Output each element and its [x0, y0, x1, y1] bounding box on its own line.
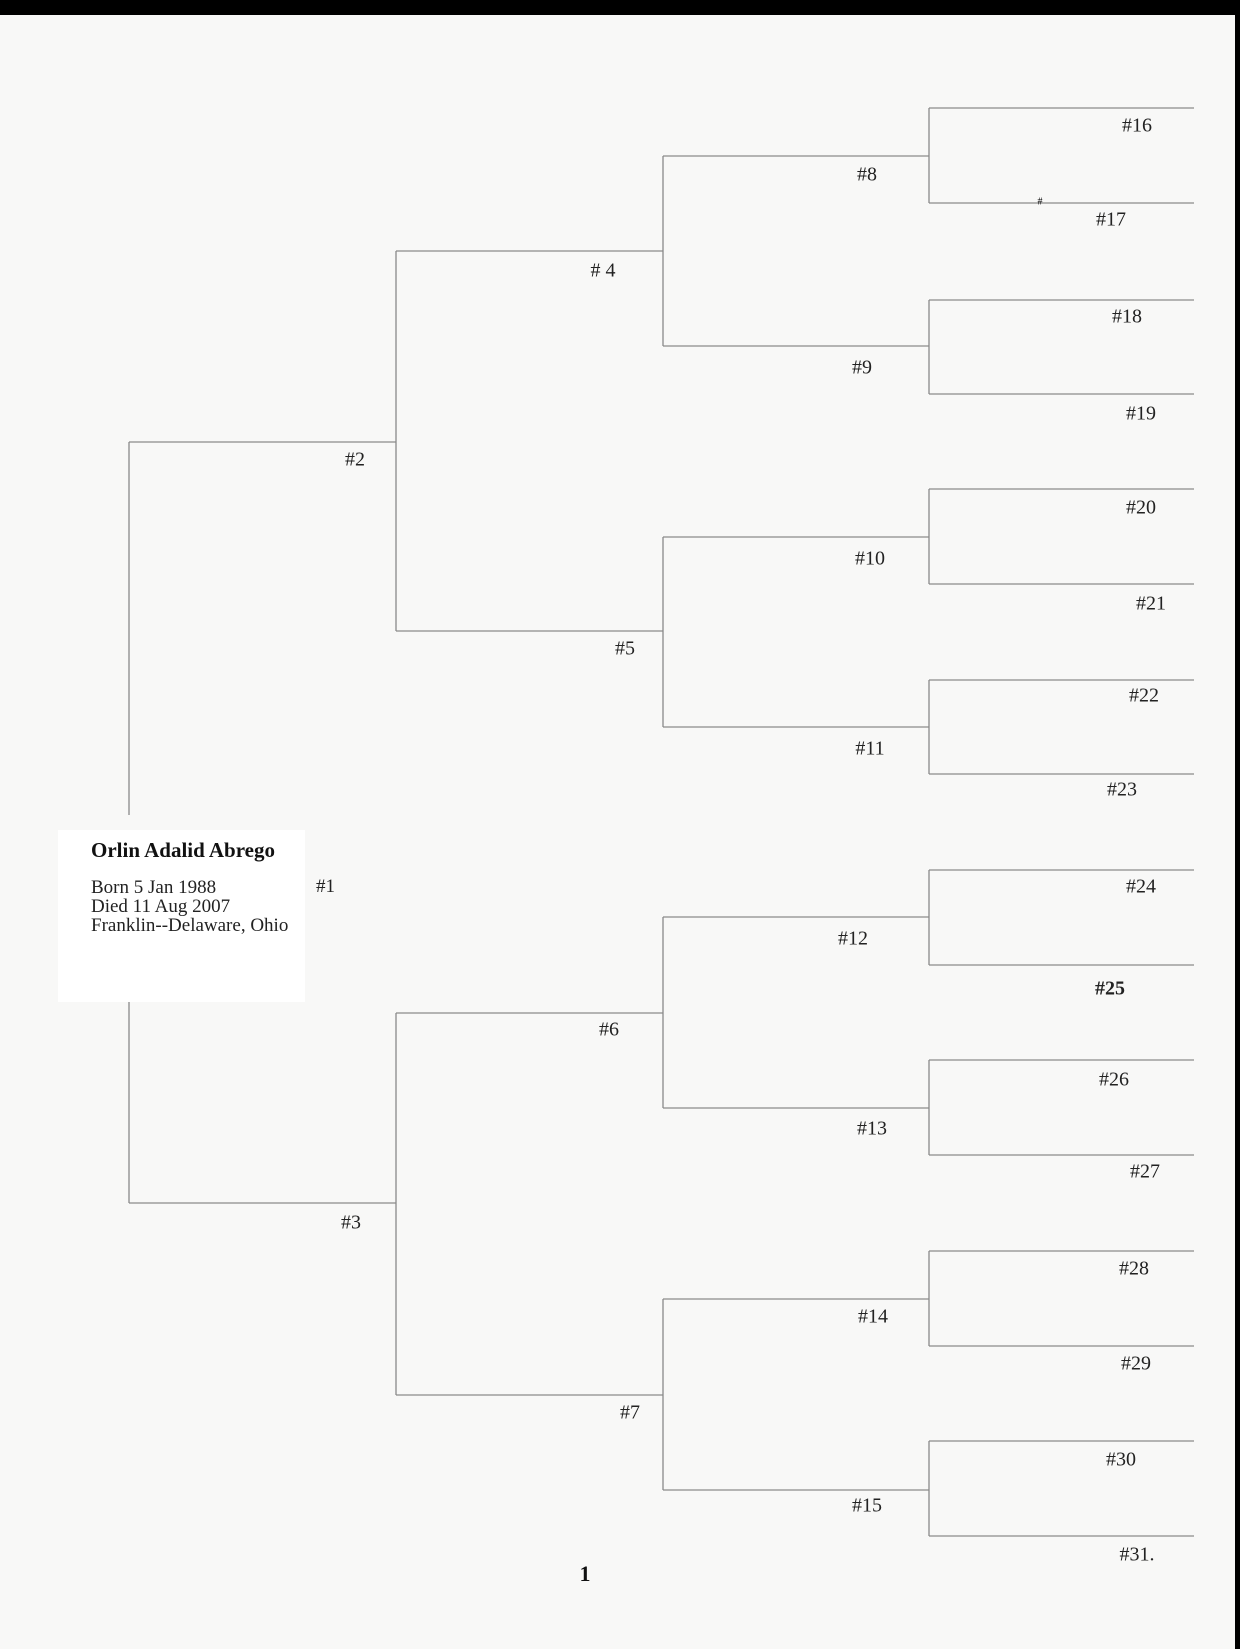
- ancestor-number-label: #6: [599, 1018, 619, 1041]
- ancestor-number-label: #25: [1095, 977, 1125, 1000]
- root-person-died: Died 11 Aug 2007: [91, 896, 231, 917]
- ancestor-number-label: #31.: [1119, 1543, 1155, 1566]
- ancestor-number-label: #22: [1129, 684, 1159, 707]
- ancestor-number-label: #28: [1119, 1257, 1149, 1280]
- ancestor-number-label: #23: [1107, 778, 1137, 801]
- ancestor-number-label: #30: [1106, 1448, 1136, 1471]
- ancestor-number-label: #7: [620, 1401, 640, 1424]
- ancestor-number-label: #5: [615, 637, 635, 660]
- root-person-box: [58, 830, 305, 1002]
- ancestor-number-label: #16: [1122, 114, 1152, 137]
- pedigree-chart-page: [0, 15, 1235, 1649]
- ancestor-number-label: #15: [852, 1494, 882, 1517]
- ancestor-number-label: #20: [1126, 496, 1156, 519]
- stray-mark: #: [1037, 196, 1043, 208]
- page-number: 1: [579, 1561, 591, 1586]
- ancestor-number-label: #13: [857, 1117, 887, 1140]
- ancestor-number-label: #14: [858, 1305, 888, 1328]
- ancestor-number-label: # 4: [590, 259, 616, 282]
- ancestor-number-label: #2: [345, 448, 365, 471]
- ancestor-number-label: #17: [1096, 208, 1126, 231]
- ancestor-number-label: #19: [1126, 402, 1156, 425]
- ancestor-number-label: #21: [1136, 592, 1166, 615]
- pedigree-tree-lines: [128, 107, 1194, 1537]
- ancestor-number-label: #9: [852, 356, 872, 379]
- ancestor-number-label: #29: [1121, 1352, 1151, 1375]
- ancestor-number-label: #3: [341, 1211, 361, 1234]
- ancestor-number-label: #24: [1126, 875, 1156, 898]
- root-person-name: Orlin Adalid Abrego: [91, 838, 275, 862]
- ancestor-number-label: #11: [855, 737, 885, 760]
- root-person-number: #1: [316, 876, 335, 897]
- ancestor-number-label: #18: [1112, 305, 1142, 328]
- root-person-place: Franklin--Delaware, Ohio: [91, 915, 289, 936]
- ancestor-number-label: #8: [857, 163, 877, 186]
- ancestor-number-label: #12: [838, 927, 868, 950]
- root-person-born: Born 5 Jan 1988: [91, 877, 217, 898]
- ancestor-number-label: #27: [1130, 1160, 1160, 1183]
- ancestor-number-label: #10: [855, 547, 885, 570]
- ancestor-number-label: #26: [1099, 1068, 1129, 1091]
